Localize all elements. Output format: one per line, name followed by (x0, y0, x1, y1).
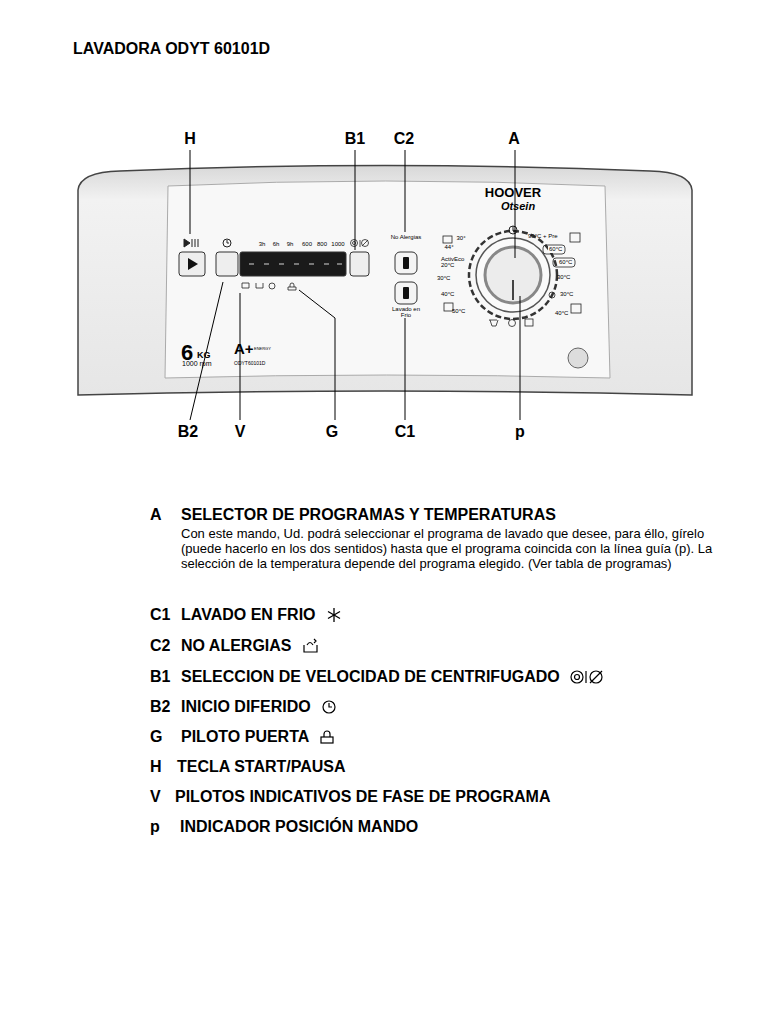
item-title: LAVADO EN FRIO (181, 606, 316, 624)
dial-mark: 60°C (548, 246, 563, 253)
callout-letter: V (235, 423, 246, 441)
item-title: INDICADOR POSICIÓN MANDO (180, 818, 418, 836)
dial-mark: 30°C (437, 275, 450, 282)
callout-letter: C2 (150, 637, 170, 655)
dial-mark: 40°C (441, 291, 454, 298)
delay-button (216, 252, 238, 276)
play-icon (188, 258, 198, 270)
callout-letter: B1 (345, 130, 365, 148)
spin-mark: 600 (302, 241, 312, 248)
energy-class: ENERGY (254, 347, 271, 352)
item-title: INICIO DIFERIDO (181, 698, 311, 716)
leader-lines (190, 150, 520, 420)
dial-mark: 90°C + Pre (528, 233, 558, 240)
callout-letter: C1 (395, 423, 415, 441)
callout-letter: G (150, 728, 162, 746)
dial-mark: 44° (444, 244, 453, 251)
dial-mark: ActivEco 20°C (441, 256, 467, 269)
basin-icon (302, 638, 320, 654)
display (240, 252, 346, 276)
timer-mark: 3h (259, 241, 266, 248)
timer-mark: 9h (287, 241, 294, 248)
play-pause-icon (184, 239, 198, 247)
item-title: NO ALERGIAS (181, 637, 292, 655)
dial-pointer (512, 280, 514, 300)
brand: HOOVER (485, 186, 541, 201)
button-label: No Alergias (386, 234, 426, 240)
brand: Otsein (501, 200, 535, 213)
cold-wash-button (395, 282, 417, 304)
item-text: Con este mando, Ud. podrá seleccionar el… (181, 526, 736, 571)
callout-letter: B1 (150, 668, 170, 686)
item-title: SELECTOR DE PROGRAMAS Y TEMPERATURAS (181, 506, 556, 524)
spin-button (350, 252, 369, 276)
timer-mark: 6h (273, 241, 280, 248)
button-label: Lavado en Frio (386, 306, 426, 319)
page-title: LAVADORA ODYT 60101D (73, 40, 270, 58)
item-title: PILOTOS INDICATIVOS DE FASE DE PROGRAMA (175, 788, 550, 806)
callout-letter: C2 (394, 130, 414, 148)
model-code: ODYT60101D (234, 361, 265, 367)
program-icons (443, 233, 581, 327)
brand-badge (568, 348, 588, 368)
energy-class: A+ (234, 340, 254, 357)
panel-housing (78, 166, 692, 396)
no-allergy-button (395, 252, 417, 274)
item-title: TECLA START/PAUSA (177, 758, 346, 776)
phase-icons (242, 283, 296, 290)
off-icon (509, 226, 517, 234)
callout-letter: B2 (178, 423, 198, 441)
dial-mark: 30°C (557, 274, 570, 281)
dial-knob (485, 247, 541, 303)
capacity: KG (197, 350, 211, 360)
callout-letter: p (515, 423, 525, 441)
callout-letter: p (150, 818, 160, 836)
callout-letter: C1 (150, 606, 170, 624)
callout-letter: B2 (150, 698, 170, 716)
snowflake-icon (326, 607, 342, 623)
clock-icon (321, 699, 337, 715)
callout-letter: H (184, 130, 196, 148)
spin-rating: 1000 rpm (182, 360, 212, 368)
lock-icon (319, 729, 335, 745)
dial-mark: 30°C (560, 291, 573, 298)
callout-letter: H (150, 758, 162, 776)
spin-icon (570, 669, 606, 685)
dial-mark: 50°C (452, 308, 465, 315)
panel-recess (165, 181, 610, 378)
dial-outer (476, 238, 550, 312)
callout-letter: A (508, 130, 520, 148)
callout-letter: A (150, 506, 162, 524)
callout-letter: V (150, 788, 161, 806)
program-ring (469, 231, 557, 319)
start-button (179, 252, 205, 276)
spin-mark: 800 (317, 241, 327, 248)
dial-mark: 40°C (555, 310, 568, 317)
callout-letter: G (326, 423, 338, 441)
clock-icon (223, 239, 231, 247)
dial-mark: 60°C (558, 259, 573, 266)
dial-mark: 30° (456, 235, 465, 242)
item-title: PILOTO PUERTA (181, 728, 309, 746)
item-title: SELECCION DE VELOCIDAD DE CENTRIFUGADO (181, 668, 560, 686)
spin-mark: 1000 (331, 241, 344, 248)
